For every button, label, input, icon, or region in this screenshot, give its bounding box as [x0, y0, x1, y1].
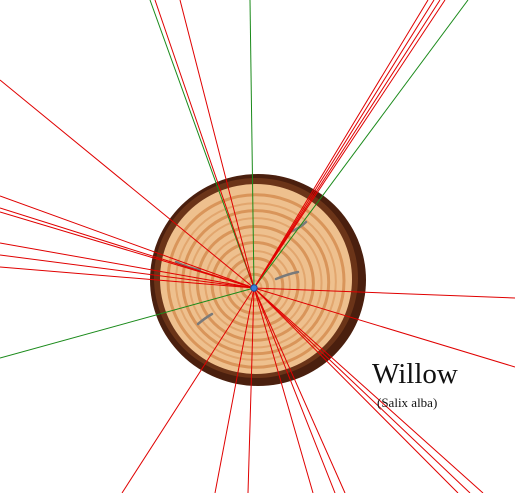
ray-line: [0, 207, 255, 289]
ray-line: [253, 287, 459, 493]
ray-line: [253, 0, 441, 289]
ray-line: [0, 242, 255, 289]
ray-line: [154, 0, 255, 289]
ray-line: [253, 287, 515, 299]
ray-line: [0, 195, 255, 289]
ray-line: [249, 0, 255, 289]
ray-line: [253, 287, 471, 493]
ray-line: [253, 0, 446, 289]
ray-line: [0, 287, 255, 359]
ray-line: [179, 0, 255, 289]
ray-line: [253, 287, 336, 493]
ray-line: [0, 211, 255, 289]
ray-line: [253, 0, 435, 289]
ray-line: [253, 287, 515, 368]
ray-line: [247, 287, 255, 493]
ray-line: [149, 0, 255, 289]
ray-line: [253, 0, 469, 289]
ray-line: [253, 287, 346, 493]
species-name: Willow: [372, 358, 458, 390]
ray-line: [253, 287, 484, 493]
species-scientific-name: (Salix alba): [377, 395, 438, 410]
crack-right: [274, 270, 300, 281]
crack-lower: [196, 312, 214, 326]
ray-line: [253, 287, 314, 493]
ray-line: [121, 287, 255, 493]
ray-line: [253, 0, 429, 289]
ray-line: [0, 79, 255, 289]
ray-line: [0, 266, 255, 289]
ray-line: [214, 287, 255, 493]
trunk-cross-section: [150, 174, 366, 386]
pith-marker[interactable]: [250, 284, 258, 292]
ray-line: [0, 254, 255, 289]
